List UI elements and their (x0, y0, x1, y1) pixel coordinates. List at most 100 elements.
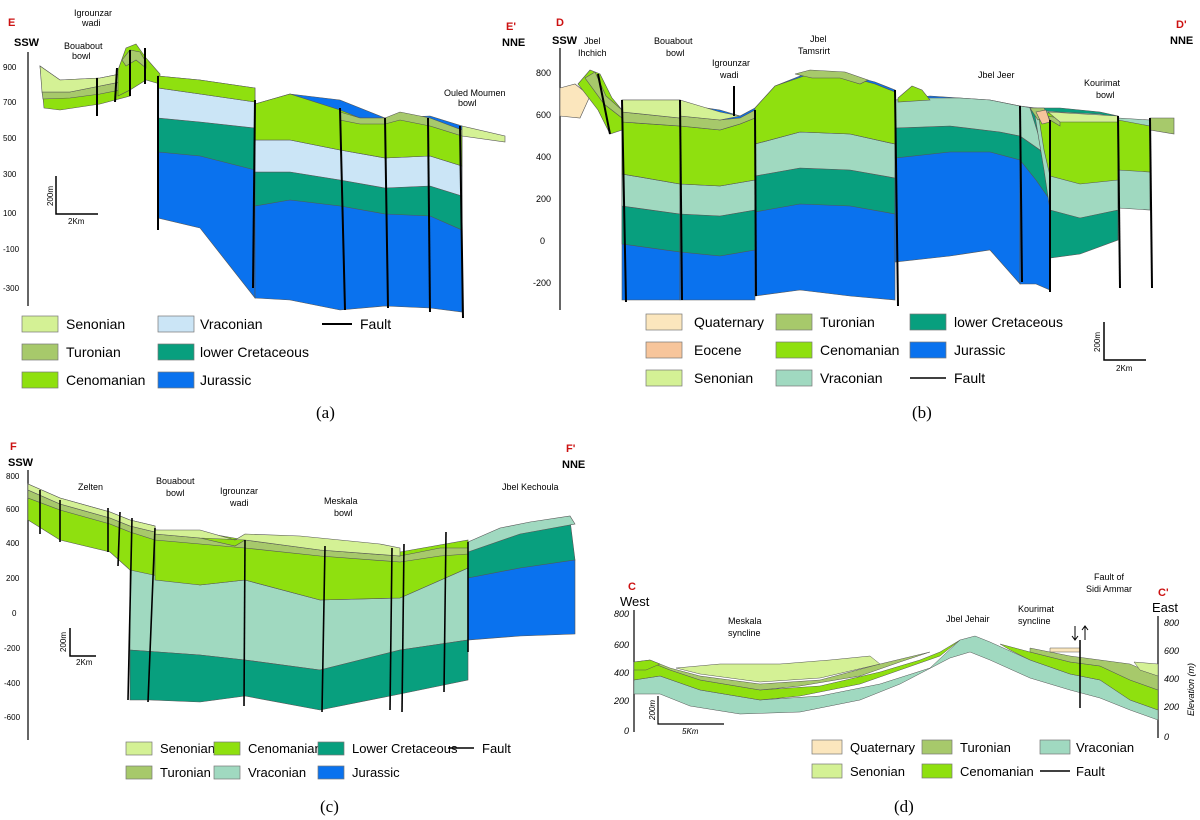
panel-a-end-dir: NNE (502, 37, 525, 49)
panel-d-tick: 0 (624, 726, 629, 736)
panel-b-legend-label: Jurassic (954, 342, 1005, 358)
panel-d-legend-swatch-vraconian (1039, 739, 1071, 755)
panel-a-place: bowl (458, 98, 477, 108)
panel-b-tick: -200 (533, 278, 551, 288)
panel-b-place: Igrounzar (712, 58, 750, 68)
panel-c-place: Zelten (78, 482, 103, 492)
panel-d-end-dir: East (1152, 600, 1178, 615)
panel-c-legend-label: Fault (482, 741, 511, 756)
panel-d-place: syncline (728, 628, 761, 638)
panel-d-turonian-east (1029, 647, 1159, 691)
panel-c-lower-cretaceous (129, 639, 469, 711)
panel-c-tick: 400 (6, 539, 20, 548)
panel-c-start-dir: SSW (8, 457, 34, 469)
panel-b-tick: 200 (536, 194, 551, 204)
panel-b-scale-bar (1103, 322, 1146, 361)
panel-c-scale-vertical: 200m (59, 632, 68, 652)
panel-d-legend-swatch-quaternary (811, 739, 843, 755)
panel-b-legend-swatch-lower-cretaceous (909, 313, 947, 331)
panel-c-place: wadi (229, 498, 249, 508)
panel-b-legend-label: Turonian (820, 314, 875, 330)
panel-b-place: wadi (719, 70, 739, 80)
panel-d-legend-label: Turonian (960, 740, 1011, 755)
panel-b-legend-swatch-cenomanian (775, 341, 813, 359)
panel-b-tick: 400 (536, 152, 551, 162)
panel-b-legend-swatch-vraconian (775, 369, 813, 387)
panel-c-place: Igrounzar (220, 486, 258, 496)
panel-a-legend-label: Vraconian (200, 316, 263, 332)
panel-a-tick: 900 (3, 63, 17, 72)
panel-a-legend-swatch-turonian (21, 343, 59, 361)
panel-b-place: Ihchich (578, 48, 607, 58)
panel-c-faults (39, 490, 469, 713)
panel-a-end-label: E' (506, 21, 516, 33)
panel-c-legend-label: Lower Cretaceous (352, 741, 458, 756)
panel-c-legend-label: Vraconian (248, 765, 306, 780)
panel-c-scale-horizontal: 2Km (76, 658, 93, 667)
panel-d-caption: (d) (894, 797, 914, 816)
panel-c-tick: 200 (6, 574, 20, 583)
panel-d-senonian-east (1133, 661, 1159, 677)
panel-b-turonian-b7 (1149, 117, 1175, 135)
panel-d-end-label: C' (1158, 587, 1169, 599)
panel-a-scale-bar (55, 176, 98, 215)
panel-c-tick: 600 (6, 505, 20, 514)
panel-b-turonian-b3 (794, 69, 869, 85)
panel-d-legend-label: Cenomanian (960, 764, 1034, 779)
panel-d-tick: 400 (1164, 674, 1179, 684)
panel-b-legend-swatch-jurassic (909, 341, 947, 359)
panel-a-place: Igrounzar (74, 8, 112, 18)
panel-a-legend-label: Cenomanian (66, 372, 145, 388)
panel-a-scale-vertical: 200m (46, 186, 55, 206)
panel-b-place: Tamsrirt (798, 46, 830, 56)
panel-b-place: Jbel (810, 34, 827, 44)
panel-a-caption: (a) (316, 403, 335, 422)
panel-b-quaternary-left (559, 83, 591, 119)
panel-d-tick: 200 (1163, 702, 1179, 712)
panel-b-start-dir: SSW (552, 35, 578, 47)
panel-b-cenomanian-b7 (1117, 119, 1151, 173)
panel-d-place: Fault of (1094, 572, 1125, 582)
panel-c-end-dir: NNE (562, 459, 585, 471)
panel-a-tick: 500 (3, 134, 17, 143)
panel-a-place: bowl (72, 51, 91, 61)
panel-c-place: bowl (166, 488, 185, 498)
panel-c-place: Jbel Kechoula (502, 482, 559, 492)
panel-c-place: Meskala (324, 496, 358, 506)
panel-b-place: bowl (1096, 90, 1115, 100)
panel-a-legend-swatch-cenomanian (21, 371, 59, 389)
panel-b-legend-label: lower Cretaceous (954, 314, 1063, 330)
panel-b-tick: 600 (536, 110, 551, 120)
panel-d-tick: 400 (614, 668, 629, 678)
panel-c-legend-swatch-lower-cretaceous (317, 741, 345, 756)
panel-a-tick: 300 (3, 170, 17, 179)
panel-d-senonian (675, 655, 881, 683)
panel-d-tick: 200 (613, 696, 629, 706)
panel-b-legend-label: Quaternary (694, 314, 764, 330)
panel-b-place: Jbel Jeer (978, 70, 1015, 80)
panel-b-legend-swatch-quaternary (645, 313, 683, 331)
panel-c-tick: -600 (4, 713, 21, 722)
panel-a-legend-swatch-senonian (21, 315, 59, 333)
panel-d-tick: 0 (1164, 732, 1169, 742)
panel-c-senonian-main (154, 529, 401, 557)
panel-c-end-label: F' (566, 443, 576, 455)
panel-c-legend-label: Turonian (160, 765, 211, 780)
panel-a-legend-label: Fault (360, 316, 391, 332)
panel-d-scale-horizontal: 5Km (682, 727, 699, 736)
panel-b-legend-swatch-senonian (645, 369, 683, 387)
panel-a-legend-label: Turonian (66, 344, 121, 360)
panel-b-legend-label: Vraconian (820, 370, 883, 386)
panel-d-place: syncline (1018, 616, 1051, 626)
panel-b: D SSW D' NNE 800 600 400 200 0 -200 (533, 17, 1193, 422)
panel-c-legend-label: Cenomanian (248, 741, 322, 756)
panel-b-legend-swatch-turonian (775, 313, 813, 331)
panel-a-senonian-east (461, 125, 506, 143)
panel-c-place: bowl (334, 508, 353, 518)
panel-c-legend-swatch-vraconian (213, 765, 241, 780)
panel-d-tick: 600 (614, 640, 629, 650)
panel-d-place: Meskala (728, 616, 762, 626)
panel-c-legend-swatch-senonian (125, 741, 153, 756)
panel-c-tick: -400 (4, 679, 21, 688)
